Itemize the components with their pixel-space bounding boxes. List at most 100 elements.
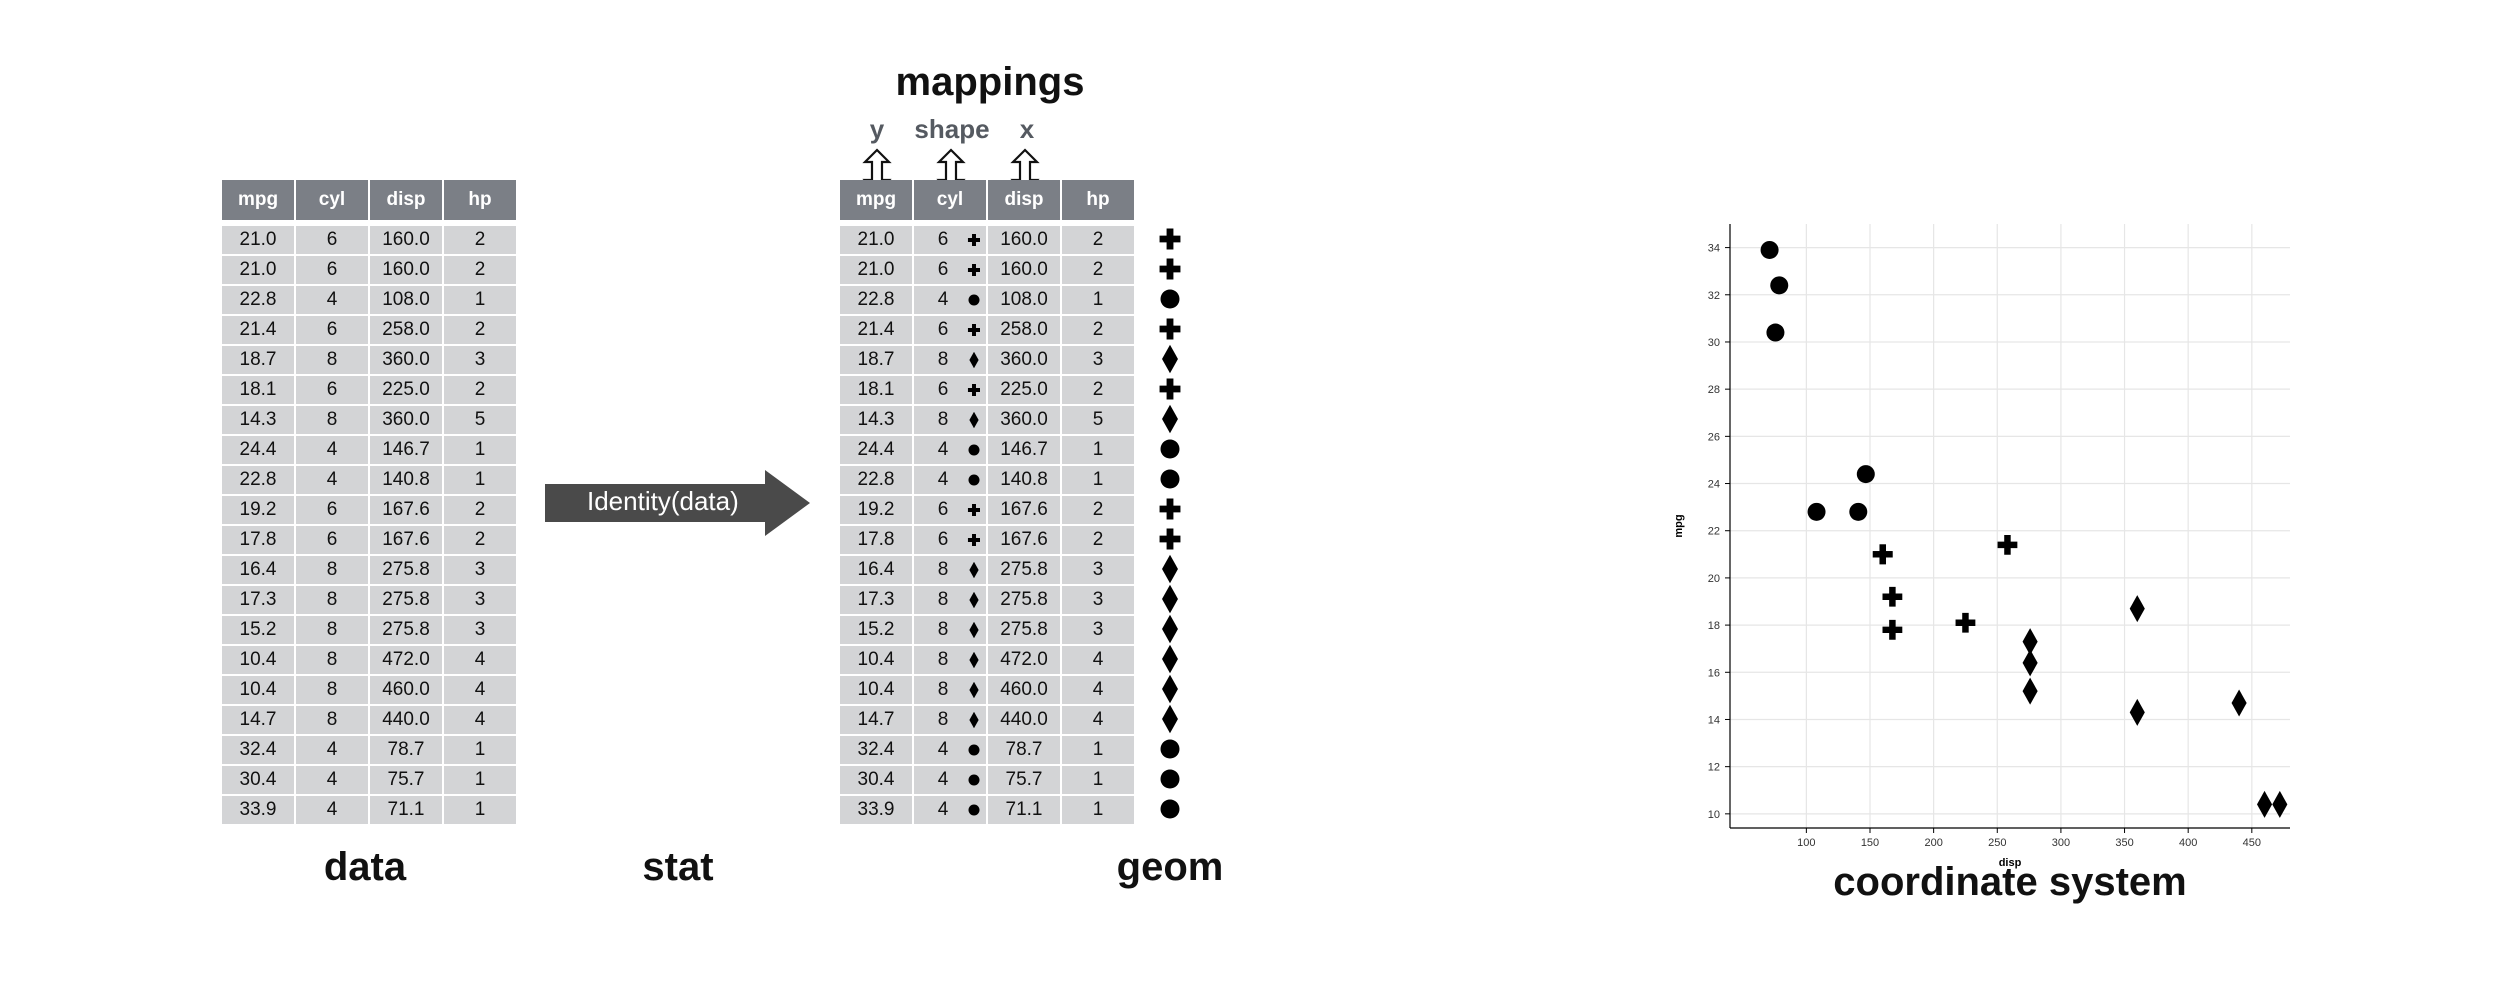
geom-cell-mpg: 30.4 [840, 766, 914, 796]
geom-cell-value: 140.8 [1000, 469, 1048, 490]
geom-cell-value: 14.3 [857, 409, 895, 430]
geom-cell-value: 6 [937, 529, 949, 550]
geom-cell-value: 2 [1092, 529, 1104, 550]
data-cell-value: 3 [474, 619, 486, 640]
geom-cell-value: 4 [1092, 709, 1104, 730]
geom-cell-disp: 146.7 [988, 436, 1062, 466]
geom-cell-value: 8 [937, 679, 949, 700]
diamond-icon [969, 712, 979, 728]
mapping-shape-label: shape [914, 114, 990, 144]
data-cell-value: 6 [326, 229, 338, 250]
geom-cell-hp: 3 [1062, 616, 1136, 646]
y-tick-label: 16 [1708, 667, 1720, 679]
data-cell-value: 21.4 [239, 319, 277, 340]
geom-cell-mpg: 21.0 [840, 226, 914, 256]
data-cell-value: 258.0 [382, 319, 430, 340]
x-tick-label: 250 [1988, 837, 2006, 849]
geom-cell-hp: 1 [1062, 466, 1136, 496]
geom-cell-mpg: 17.8 [840, 526, 914, 556]
data-point-diamond [2129, 595, 2145, 623]
data-cell-disp: 71.1 [370, 796, 444, 826]
data-cell-mpg: 15.2 [222, 616, 296, 646]
data-cell-disp: 167.6 [370, 496, 444, 526]
y-tick-label: 28 [1708, 384, 1720, 396]
cross-icon [967, 323, 980, 337]
geom-cell-cyl: 8 [914, 346, 988, 376]
data-cell-hp: 2 [444, 226, 518, 256]
geom-cell-cyl: 6 [914, 316, 988, 346]
data-cell-value: 167.6 [382, 499, 430, 520]
data-cell-cyl: 4 [296, 286, 370, 316]
geom-cell-disp: 75.7 [988, 766, 1062, 796]
x-tick-label: 400 [2179, 837, 2197, 849]
data-cell-value: 1 [474, 289, 486, 310]
data-cell-hp: 4 [444, 676, 518, 706]
data-cell-value: 6 [326, 319, 338, 340]
geom-cell-value: 21.0 [857, 259, 895, 280]
geom-cell-hp: 2 [1062, 226, 1136, 256]
geom-cell-value: 6 [937, 379, 949, 400]
geom-cell-value: 3 [1092, 619, 1104, 640]
cross-icon [1159, 228, 1181, 250]
data-cell-value: 30.4 [239, 769, 277, 790]
data-cell-value: 472.0 [382, 649, 430, 670]
geom-cell-disp: 360.0 [988, 346, 1062, 376]
geom-cell-cyl: 8 [914, 706, 988, 736]
geom-cell-mpg: 10.4 [840, 646, 914, 676]
geom-cell-disp: 275.8 [988, 556, 1062, 586]
circle-icon [1160, 289, 1180, 309]
data-cell-value: 8 [326, 409, 338, 430]
stat-arrow-label: Identity(data) [587, 486, 739, 516]
diamond-icon [969, 562, 979, 578]
circle-icon [1160, 769, 1180, 789]
geom-cell-value: 167.6 [1000, 499, 1048, 520]
x-axis-label: disp [1999, 857, 2022, 869]
data-cell-mpg: 19.2 [222, 496, 296, 526]
data-cell-disp: 360.0 [370, 406, 444, 436]
data-cell-value: 3 [474, 559, 486, 580]
x-tick-label: 100 [1797, 837, 1815, 849]
geom-cell-mpg: 18.7 [840, 346, 914, 376]
geom-cell-value: 1 [1092, 739, 1104, 760]
geom-cell-disp: 160.0 [988, 256, 1062, 286]
geom-cell-disp: 275.8 [988, 616, 1062, 646]
data-cell-cyl: 6 [296, 376, 370, 406]
mapping-y-label: y [869, 114, 885, 144]
data-cell-cyl: 8 [296, 646, 370, 676]
data-cell-value: 32.4 [239, 739, 277, 760]
geom-cell-disp: 160.0 [988, 226, 1062, 256]
geom-cell-value: 6 [937, 499, 949, 520]
cyl-shape-marker [969, 562, 979, 578]
data-cell-cyl: 6 [296, 316, 370, 346]
data-cell-cyl: 6 [296, 256, 370, 286]
geom-cell-value: 108.0 [1000, 289, 1048, 310]
diamond-icon [1162, 644, 1178, 674]
geom-cell-value: 2 [1092, 499, 1104, 520]
geom-cell-value: 4 [937, 439, 949, 460]
geom-cell-value: 18.1 [857, 379, 895, 400]
data-cell-cyl: 8 [296, 346, 370, 376]
data-cell-cyl: 4 [296, 466, 370, 496]
geom-cell-hp: 3 [1062, 586, 1136, 616]
data-cell-mpg: 10.4 [222, 646, 296, 676]
data-point-diamond [2272, 790, 2288, 818]
data-cell-value: 5 [474, 409, 486, 430]
data-cell-cyl: 6 [296, 496, 370, 526]
cross-icon [967, 533, 980, 547]
data-cell-disp: 225.0 [370, 376, 444, 406]
diamond-icon [969, 592, 979, 608]
data-point-diamond [2022, 677, 2038, 705]
diamond-icon [969, 622, 979, 638]
data-cell-mpg: 16.4 [222, 556, 296, 586]
geom-cell-value: 1 [1092, 799, 1104, 820]
